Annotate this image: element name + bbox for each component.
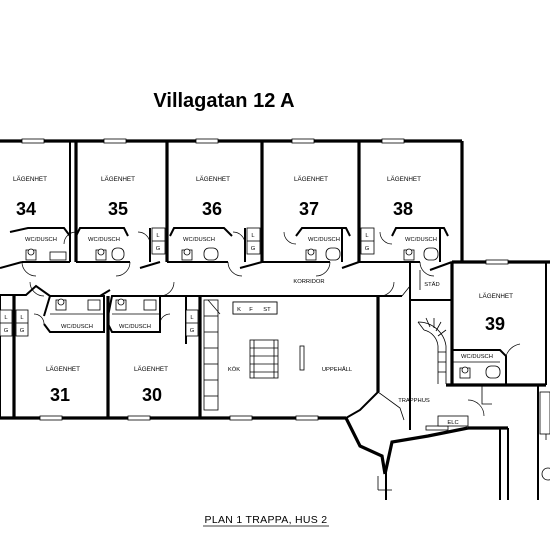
apartment-labels: LÄGENHET 34 LÄGENHET 35 LÄGENHET 36 LÄGE…	[13, 175, 513, 405]
plan-caption: PLAN 1 TRAPPA, HUS 2	[205, 514, 328, 526]
wc-label-30: WC/DUSCH	[119, 324, 151, 330]
apartment-label-34: LÄGENHET	[13, 175, 47, 183]
elc-label: ELC	[447, 420, 458, 426]
apartment-label-37: LÄGENHET	[294, 175, 328, 183]
korridor-label: KORRIDOR	[293, 279, 324, 285]
outer-walls	[0, 139, 550, 500]
plan-title: Villagatan 12 A	[153, 90, 294, 112]
apartment-label-30: LÄGENHET	[134, 365, 168, 373]
closet-g-label: G	[4, 328, 9, 334]
wc-label-35: WC/DUSCH	[88, 237, 120, 243]
apartment-number-30: 30	[142, 385, 162, 405]
wc-label-31: WC/DUSCH	[61, 324, 93, 330]
wc-label-34: WC/DUSCH	[25, 237, 57, 243]
apartment-number-37: 37	[299, 199, 319, 219]
uppehall-label: UPPEHÅLL	[322, 366, 353, 373]
apartment-number-38: 38	[393, 199, 413, 219]
kitchen-fittings	[203, 299, 305, 411]
closet-labels: L G L G L G L G L G L G K F ST	[4, 233, 370, 334]
sanitary-fixtures	[25, 247, 501, 379]
closet-f-label: F	[249, 307, 253, 313]
closet-l-label: L	[4, 315, 8, 321]
lower-row-walls	[0, 262, 550, 481]
apartment-label-39: LÄGENHET	[479, 292, 513, 300]
trapphus-label: TRAPPHUS	[398, 398, 430, 404]
closet-k-label: K	[237, 307, 241, 313]
apartment-label-31: LÄGENHET	[46, 365, 80, 373]
closet-l-label: L	[156, 233, 160, 239]
closet-st-label: ST	[263, 307, 271, 313]
apartment-number-36: 36	[202, 199, 222, 219]
apartment-number-31: 31	[50, 385, 70, 405]
upper-row-walls	[0, 141, 453, 271]
apartment-number-39: 39	[485, 314, 505, 334]
closet-l-label: L	[251, 233, 255, 239]
closet-g-label: G	[156, 246, 161, 252]
closet-g-label: G	[251, 246, 256, 252]
room-labels: WC/DUSCH WC/DUSCH WC/DUSCH WC/DUSCH WC/D…	[25, 237, 493, 426]
wc-label-38: WC/DUSCH	[405, 237, 437, 243]
apartment-number-34: 34	[16, 199, 36, 219]
top-windows	[21, 138, 509, 431]
closets	[0, 227, 375, 337]
wc-label-37: WC/DUSCH	[308, 237, 340, 243]
closet-g-label: G	[20, 328, 25, 334]
stad-label: STÄD	[424, 281, 439, 288]
closet-l-label: L	[190, 315, 194, 321]
closet-g-label: G	[190, 328, 195, 334]
closet-l-label: L	[365, 233, 369, 239]
apartment-label-35: LÄGENHET	[101, 175, 135, 183]
wc-label-36: WC/DUSCH	[183, 237, 215, 243]
kok-label: KÖK	[228, 366, 240, 373]
closet-l-label: L	[20, 315, 24, 321]
wc-label-39: WC/DUSCH	[461, 354, 493, 360]
apartment-number-35: 35	[108, 199, 128, 219]
apartment-label-38: LÄGENHET	[387, 175, 421, 183]
door-swings	[21, 231, 435, 325]
apartment-label-36: LÄGENHET	[196, 175, 230, 183]
closet-g-label: G	[365, 246, 370, 252]
